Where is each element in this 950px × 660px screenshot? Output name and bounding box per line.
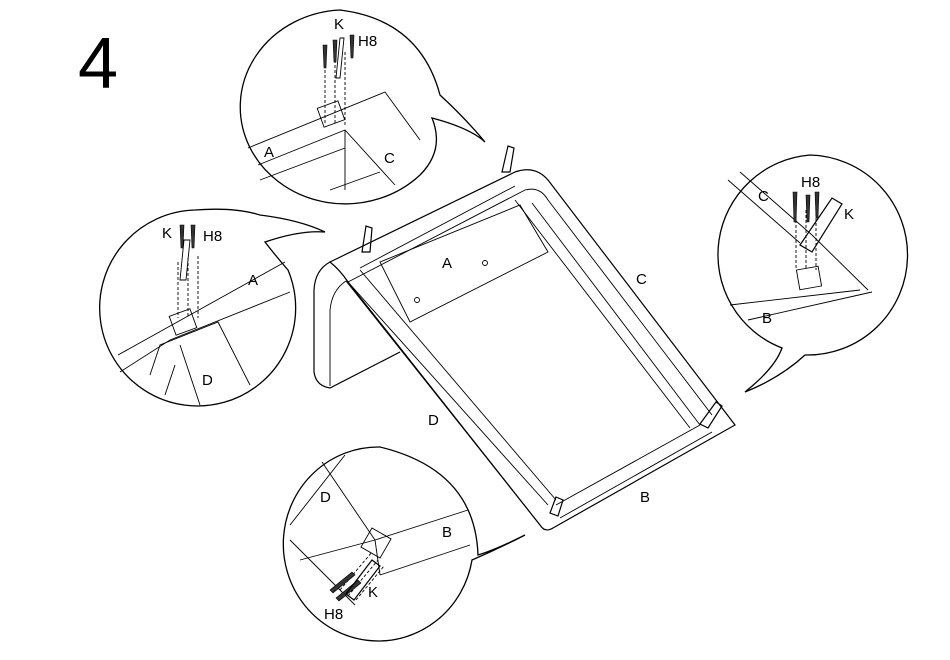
top-label-c: C	[384, 150, 395, 167]
right-label-h8: H8	[801, 174, 820, 191]
top-label-h8: H8	[358, 33, 377, 50]
right-label-k: K	[844, 206, 854, 223]
left-label-a: A	[248, 272, 258, 289]
bottom-label-k: K	[368, 584, 378, 601]
detail-bubble-top: A C K H8	[240, 10, 485, 204]
bottom-label-h8: H8	[324, 606, 343, 623]
leg-k-top-right	[502, 146, 514, 172]
leg-k-bottom-left	[550, 497, 563, 516]
detail-bubble-left: A D K H8	[100, 209, 325, 406]
leg-k-bottom-right	[700, 402, 722, 428]
top-label-a: A	[264, 144, 274, 161]
main-label-c: C	[636, 271, 647, 288]
top-label-k: K	[334, 16, 344, 33]
main-label-b: B	[640, 489, 650, 506]
right-label-c: C	[758, 188, 769, 205]
step-number: 4	[78, 24, 118, 104]
left-label-d: D	[202, 372, 213, 389]
left-label-h8: H8	[203, 228, 222, 245]
detail-bubble-right: C H8 K B	[718, 155, 908, 392]
main-label-d: D	[428, 412, 439, 429]
right-label-b: B	[762, 310, 772, 327]
main-label-a: A	[442, 255, 452, 272]
detail-bubble-bottom: D B K H8	[283, 447, 525, 641]
left-label-k: K	[162, 225, 172, 242]
leg-k-top-left	[362, 226, 372, 252]
bottom-label-d: D	[320, 489, 331, 506]
bottom-label-b: B	[442, 524, 452, 541]
